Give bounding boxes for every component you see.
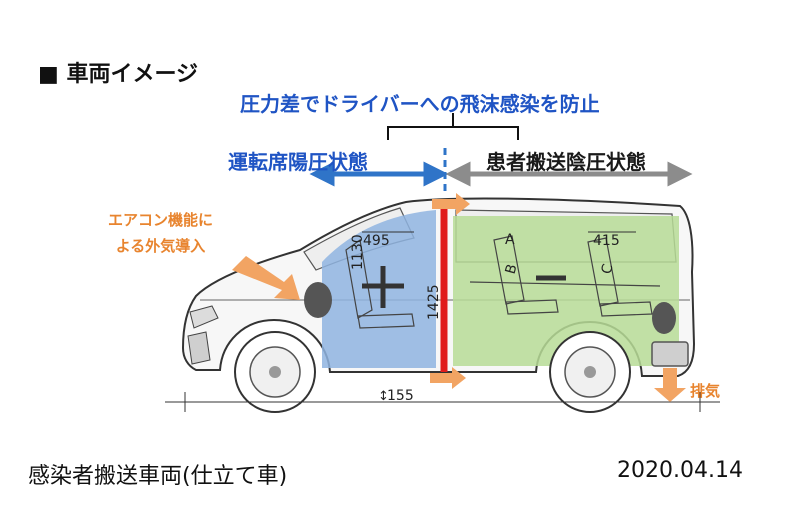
rear-wheel	[549, 331, 631, 413]
front-wheel	[234, 331, 316, 413]
intake-label-line1: エアコン機能に	[108, 211, 214, 229]
partition-top-arrow	[432, 193, 470, 215]
caption: 感染者搬送車両(仕立て車)	[28, 464, 288, 489]
intake-label-line2: よる外気導入	[115, 237, 206, 255]
page-title: ■ 車両イメージ	[38, 62, 199, 87]
rear-vent-circle	[652, 302, 676, 334]
exhaust-box	[651, 341, 689, 367]
exhaust-label: 排気	[690, 382, 721, 400]
date: 2020.04.14	[617, 458, 743, 483]
seat-c-label: C	[599, 262, 617, 276]
dim-155-arrow: ↕	[378, 389, 389, 404]
positive-pressure-zone	[322, 210, 436, 368]
partition-bottom-arrow	[430, 367, 466, 389]
positive-pressure-label: 運転席陽圧状態	[228, 150, 368, 174]
headlight	[189, 305, 219, 329]
seat-a-label: A	[505, 232, 515, 248]
front-grille	[187, 331, 211, 365]
positive-pressure-marker	[362, 266, 404, 308]
dim-495: 495	[363, 233, 390, 249]
dim-415: 415	[593, 233, 620, 249]
dim-1130: 1130	[350, 234, 366, 270]
seat-b-label: B	[503, 262, 521, 275]
intake-label: エアコン機能に よる外気導入	[108, 207, 213, 259]
dim-1425: 1425	[426, 284, 442, 320]
intake-vent-circle	[304, 282, 332, 318]
headline-bracket	[387, 113, 519, 140]
headline: 圧力差でドライバーへの飛沫感染を防止	[240, 92, 600, 116]
negative-pressure-label: 患者搬送陰圧状態	[486, 150, 646, 174]
exhaust-arrow	[654, 368, 686, 402]
interior-seats	[345, 235, 661, 329]
intake-arrow	[232, 256, 300, 300]
dim-155: 155	[387, 388, 414, 404]
